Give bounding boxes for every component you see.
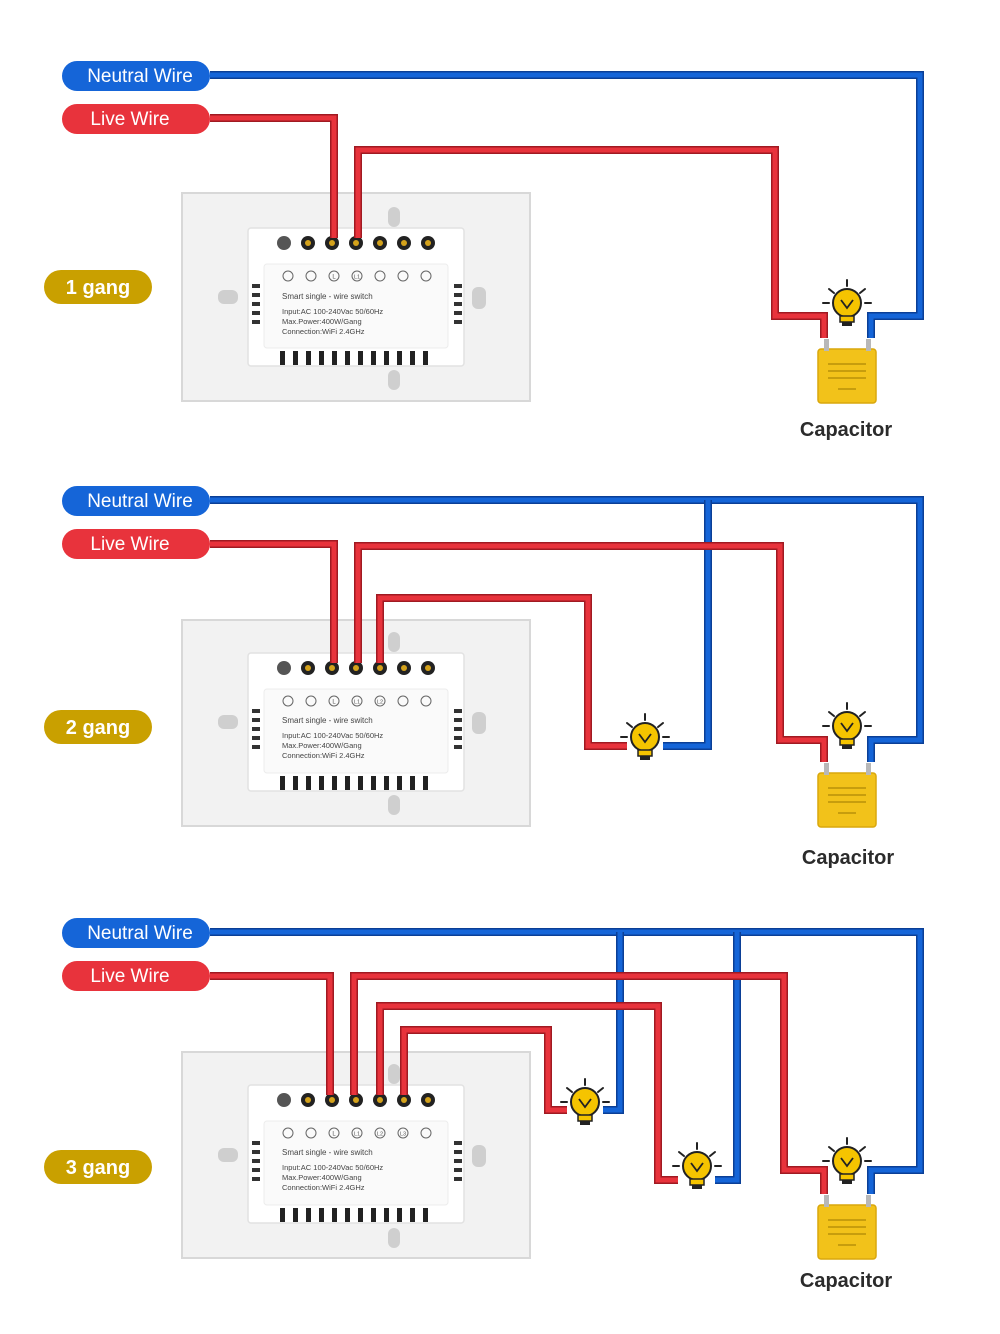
plate-clip-bottom bbox=[388, 370, 400, 390]
plate-clip-top bbox=[388, 207, 400, 227]
terminal-markers: L L1 L2 L3 bbox=[282, 1127, 432, 1139]
plate-clip-top bbox=[388, 632, 400, 652]
plate-screw-left bbox=[218, 290, 238, 304]
module-title: Smart single - wire switch bbox=[282, 1148, 373, 1157]
gang-badge bbox=[44, 710, 152, 744]
terminal-label: L2 bbox=[377, 1132, 383, 1138]
module-connection: Connection:WiFi 2.4GHz bbox=[282, 327, 365, 336]
capacitor-icon bbox=[817, 1195, 877, 1260]
bulb-icon bbox=[560, 1078, 610, 1125]
module-power: Max.Power:400W/Gang bbox=[282, 317, 362, 326]
module-connection: Connection:WiFi 2.4GHz bbox=[282, 1183, 365, 1192]
wires bbox=[210, 71, 924, 338]
terminal-screws bbox=[277, 1093, 435, 1107]
plate-screw-left bbox=[218, 715, 238, 729]
terminal-markers: L L1 bbox=[282, 270, 432, 282]
bulb-icon bbox=[672, 1142, 722, 1189]
wires bbox=[210, 496, 924, 762]
plate-clip-top bbox=[388, 1064, 400, 1084]
section-2-gang: L L1 L2 Smart single - wire switch Input… bbox=[44, 486, 924, 869]
terminal-label: L1 bbox=[354, 700, 360, 706]
module-label-area bbox=[263, 688, 449, 774]
module-power: Max.Power:400W/Gang bbox=[282, 1173, 362, 1182]
module-title: Smart single - wire switch bbox=[282, 292, 373, 301]
terminal-markers: L L1 L2 bbox=[282, 695, 432, 707]
live-wire-label: Live Wire bbox=[90, 966, 169, 987]
live-wire-pill bbox=[62, 529, 210, 559]
gang-badge bbox=[44, 270, 152, 304]
section-1-gang: L L1 Smart single - wire switch Input:AC… bbox=[44, 61, 924, 441]
gang-label: 1 gang bbox=[66, 277, 130, 299]
module-connection: Connection:WiFi 2.4GHz bbox=[282, 751, 365, 760]
module-input: Input:AC 100-240Vac 50/60Hz bbox=[282, 307, 383, 316]
bulb-icon bbox=[620, 713, 670, 760]
capacitor-icon bbox=[817, 339, 877, 404]
live-wire-pill bbox=[62, 104, 210, 134]
live-wire-label: Live Wire bbox=[90, 109, 169, 130]
module-title: Smart single - wire switch bbox=[282, 716, 373, 725]
module-label-area bbox=[263, 1120, 449, 1206]
section-3-gang: L L1 L2 L3 Smart single - wire switch In… bbox=[44, 918, 924, 1292]
bulb-icon bbox=[822, 1137, 872, 1184]
neutral-wire-pill bbox=[62, 61, 210, 91]
terminal-label: L1 bbox=[354, 1132, 360, 1138]
neutral-wire-pill bbox=[62, 918, 210, 948]
neutral-wire-label: Neutral Wire bbox=[87, 491, 193, 512]
terminal-label: L3 bbox=[400, 1132, 406, 1138]
plate-screw-right bbox=[472, 712, 486, 734]
neutral-wire-pill bbox=[62, 486, 210, 516]
bulb-icon bbox=[822, 279, 872, 326]
gang-badge bbox=[44, 1150, 152, 1184]
neutral-wire-label: Neutral Wire bbox=[87, 66, 193, 87]
gang-label: 2 gang bbox=[66, 717, 130, 739]
plate-clip-bottom bbox=[388, 1228, 400, 1248]
neutral-wire-label: Neutral Wire bbox=[87, 923, 193, 944]
wires bbox=[210, 928, 924, 1194]
module-input: Input:AC 100-240Vac 50/60Hz bbox=[282, 1163, 383, 1172]
live-wire-pill bbox=[62, 961, 210, 991]
plate-screw-left bbox=[218, 1148, 238, 1162]
terminal-screws bbox=[277, 661, 435, 675]
plate-screw-right bbox=[472, 287, 486, 309]
terminal-screws bbox=[277, 236, 435, 250]
module-input: Input:AC 100-240Vac 50/60Hz bbox=[282, 731, 383, 740]
terminal-label: L bbox=[332, 1132, 336, 1138]
capacitor-label: Capacitor bbox=[802, 847, 894, 869]
bulb-icon bbox=[822, 702, 872, 749]
plate-clip-bottom bbox=[388, 795, 400, 815]
capacitor-icon bbox=[817, 763, 877, 828]
live-wire-label: Live Wire bbox=[90, 534, 169, 555]
module-vents bbox=[280, 1208, 428, 1222]
gang-label: 3 gang bbox=[66, 1157, 130, 1179]
terminal-label: L1 bbox=[354, 275, 360, 281]
capacitor-label: Capacitor bbox=[800, 419, 892, 441]
module-vents bbox=[280, 351, 428, 365]
module-power: Max.Power:400W/Gang bbox=[282, 741, 362, 750]
plate-screw-right bbox=[472, 1145, 486, 1167]
terminal-label: L2 bbox=[377, 700, 383, 706]
capacitor-label: Capacitor bbox=[800, 1270, 892, 1292]
module-vents bbox=[280, 776, 428, 790]
module-label-area bbox=[263, 263, 449, 349]
terminal-label: L bbox=[332, 700, 336, 706]
terminal-label: L bbox=[332, 275, 336, 281]
